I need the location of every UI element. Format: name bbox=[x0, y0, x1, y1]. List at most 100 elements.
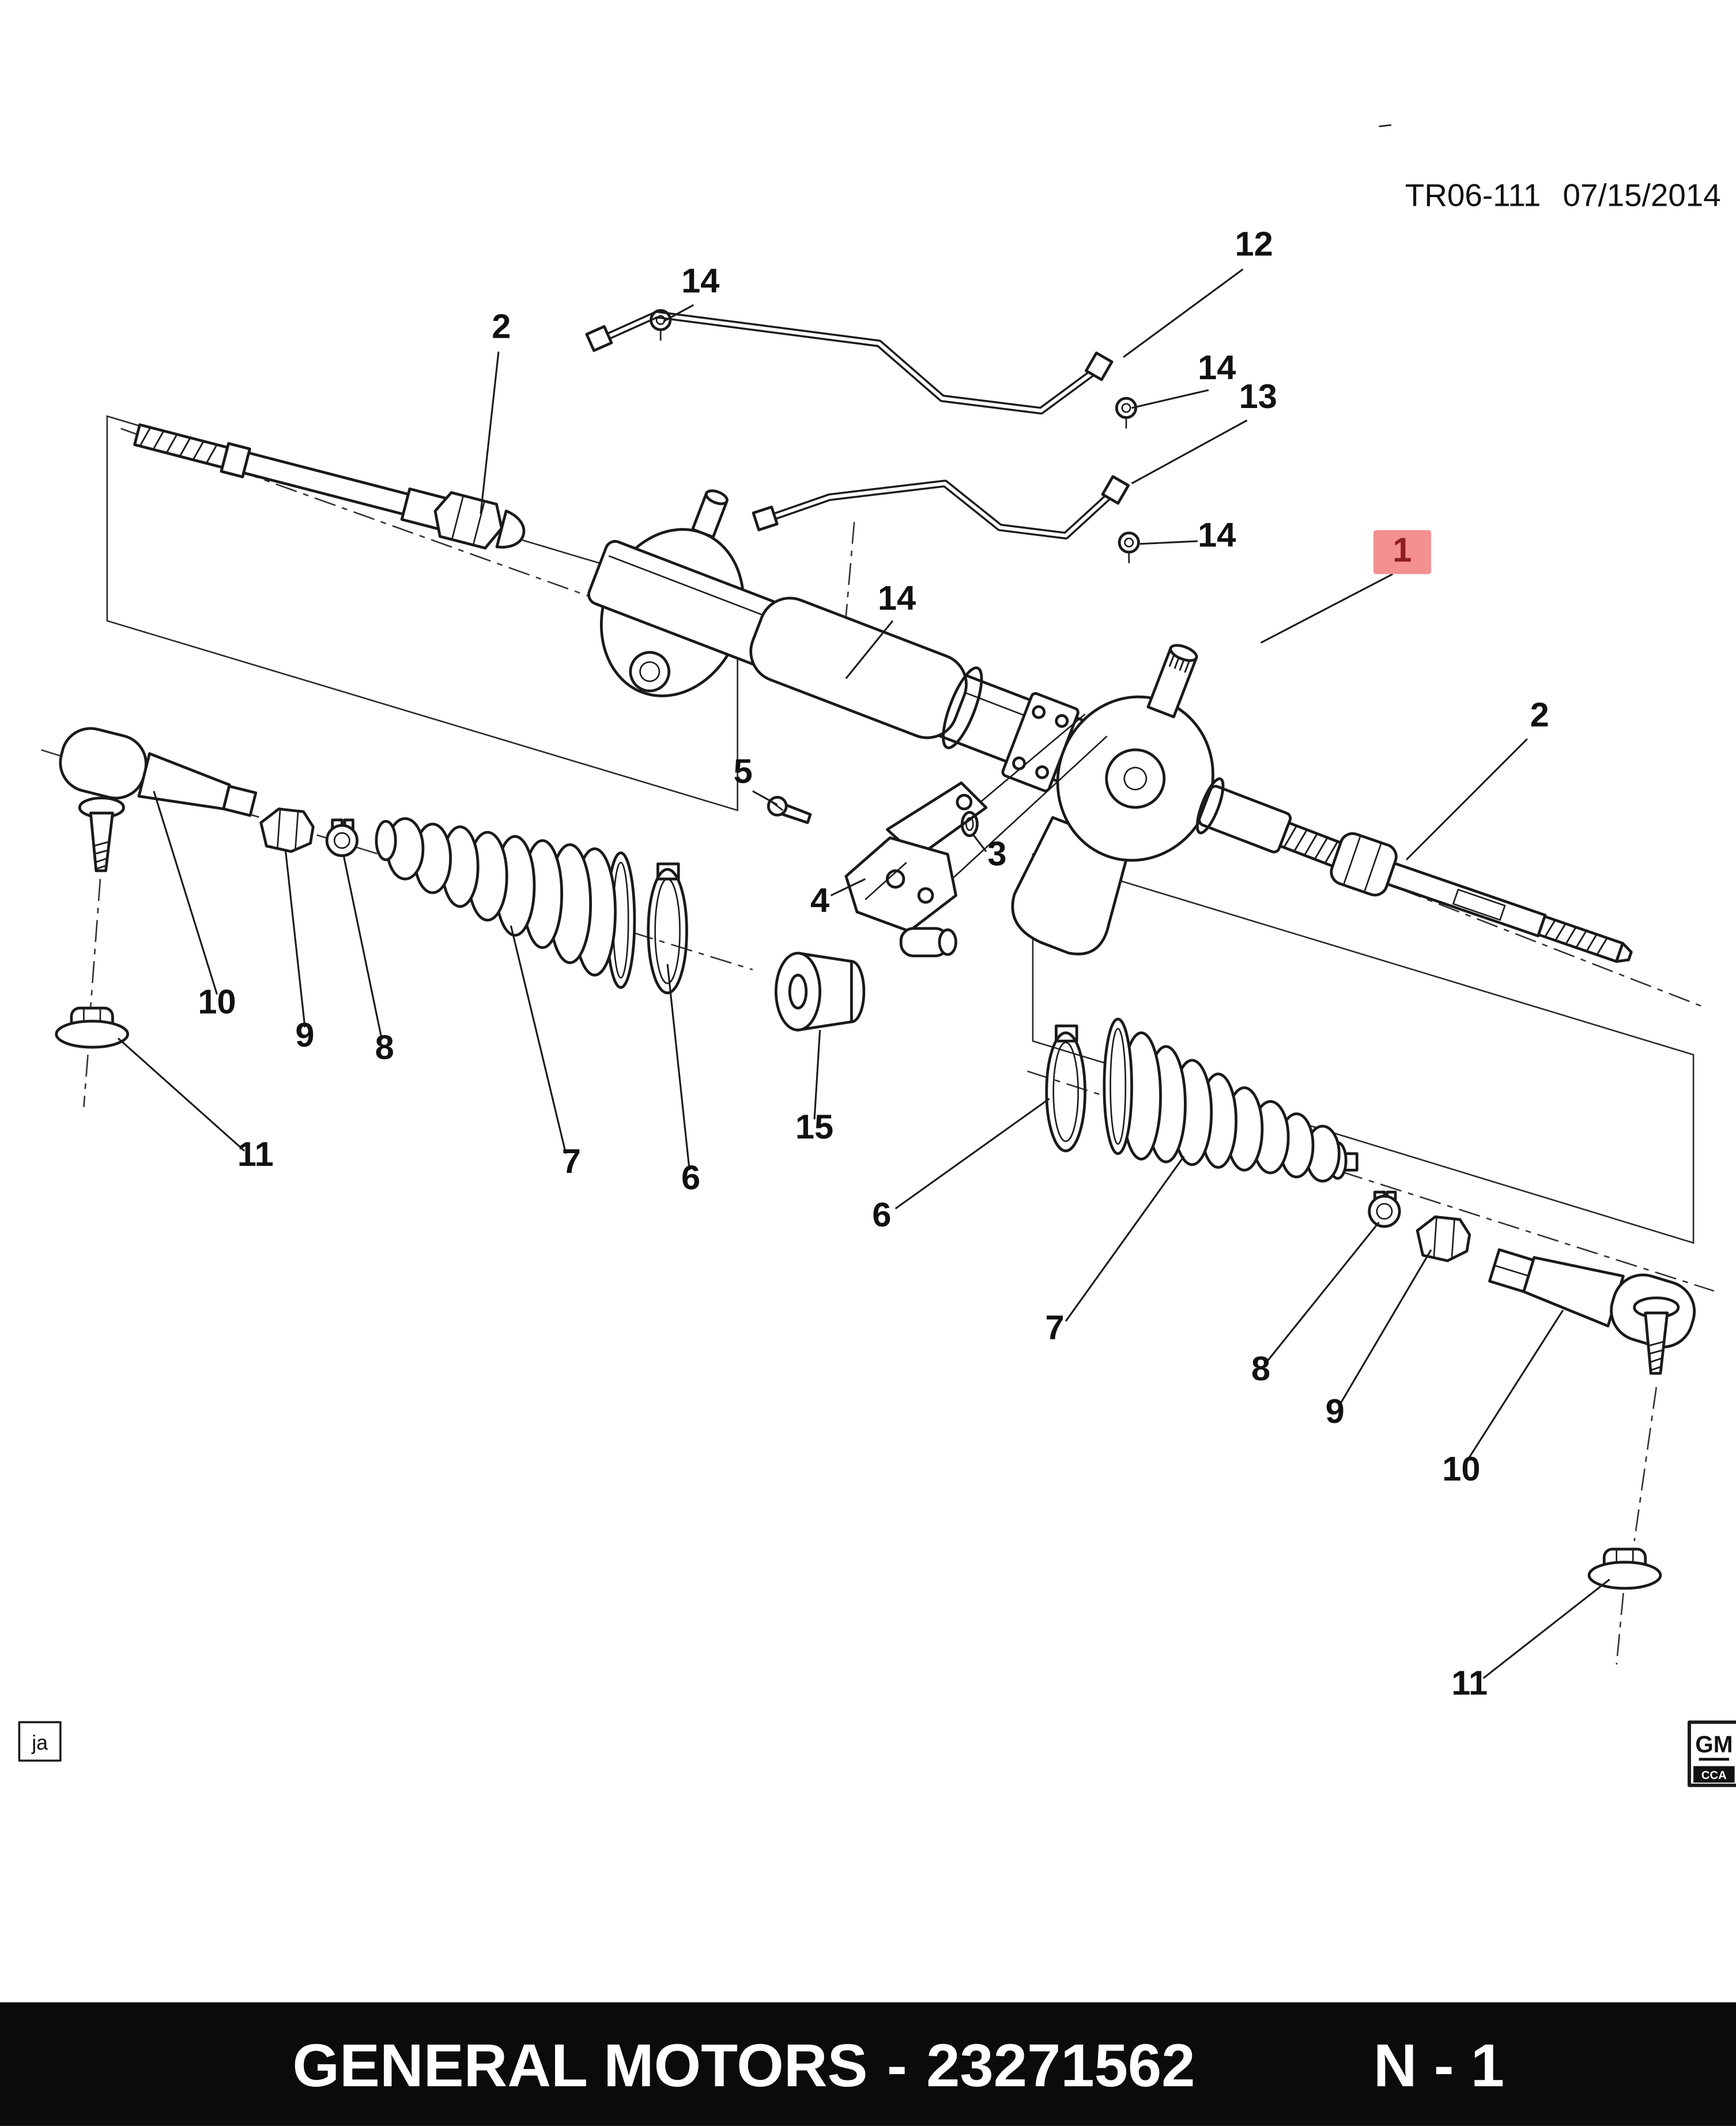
footer-background bbox=[0, 2002, 1736, 2126]
callout-label: 12 bbox=[1235, 224, 1273, 263]
callout-15-bushing[interactable]: 15 bbox=[795, 1108, 833, 1146]
callout-label: 10 bbox=[1442, 1449, 1480, 1488]
part-pressure-pipe bbox=[585, 311, 1114, 415]
part-ball-stud-right bbox=[1633, 1296, 1680, 1375]
callout-6-clamp-large-left[interactable]: 6 bbox=[681, 1158, 700, 1197]
group-leader-lines bbox=[117, 268, 1610, 1679]
callout-label: 8 bbox=[375, 1028, 394, 1066]
registration-mark bbox=[1379, 124, 1392, 127]
callout-8-clamp-small-left[interactable]: 8 bbox=[375, 1028, 394, 1066]
gm-logo: GM CCA bbox=[1688, 1720, 1736, 1787]
callout-label: 2 bbox=[1530, 696, 1549, 734]
callout-14-clip-center[interactable]: 14 bbox=[878, 579, 916, 617]
part-steering-boot-right bbox=[1103, 1017, 1358, 1183]
part-boot-clamp-small-left bbox=[325, 818, 358, 858]
callout-label: 11 bbox=[1451, 1664, 1488, 1702]
callout-label: 14 bbox=[878, 579, 916, 617]
callout-12-pressure-pipe[interactable]: 12 bbox=[1235, 224, 1273, 263]
callout-10-outer-tie-rod-left[interactable]: 10 bbox=[198, 983, 236, 1021]
group-callouts: 14 2 12 14 13 14 1 14 2 5 3 4 10 9 8 7 6… bbox=[198, 224, 1549, 1702]
footer-brand: GENERAL MOTORS bbox=[293, 2032, 868, 2099]
part-seal-ring bbox=[960, 811, 979, 837]
callout-label: 5 bbox=[734, 752, 753, 790]
callout-label: 6 bbox=[872, 1195, 891, 1234]
part-bolt bbox=[767, 796, 812, 824]
callout-14-clip-lower-right[interactable]: 14 bbox=[1198, 516, 1236, 554]
callout-label: 7 bbox=[562, 1142, 581, 1180]
drawing-date: 07/15/2014 bbox=[1563, 178, 1721, 213]
pipe-fitting bbox=[752, 505, 779, 531]
part-valve-bracket bbox=[844, 781, 988, 958]
group-boundary-boxes bbox=[106, 415, 1695, 1244]
part-return-pipe bbox=[752, 475, 1130, 540]
part-inner-tie-rod-right bbox=[1330, 832, 1633, 963]
pipe-clip bbox=[650, 309, 672, 341]
callout-8-clamp-small-right[interactable]: 8 bbox=[1251, 1349, 1270, 1388]
callout-3-seal[interactable]: 3 bbox=[987, 834, 1006, 873]
part-outer-tie-rod-right bbox=[1488, 1248, 1696, 1349]
part-boot-clamp-large-left bbox=[647, 862, 688, 995]
callout-7-boot-right[interactable]: 7 bbox=[1046, 1308, 1065, 1346]
drawing-reference: TR06-111 07/15/2014 bbox=[1405, 178, 1721, 213]
callout-label: 13 bbox=[1239, 377, 1277, 416]
pipe-clip bbox=[1118, 531, 1140, 564]
callout-10-outer-tie-rod-right[interactable]: 10 bbox=[1442, 1449, 1480, 1488]
part-stud-nut-left bbox=[55, 1006, 129, 1049]
pipe-clip bbox=[1115, 396, 1138, 429]
callout-2-inner-tie-rod-left[interactable]: 2 bbox=[492, 307, 511, 345]
callout-4-bracket[interactable]: 4 bbox=[810, 881, 829, 919]
part-mount-bushing bbox=[774, 951, 866, 1032]
part-ball-stud-left bbox=[78, 796, 125, 873]
part-jam-nut-left bbox=[259, 807, 315, 853]
callout-label: 1 bbox=[1392, 531, 1412, 569]
callout-label: 11 bbox=[237, 1135, 274, 1173]
gm-logo-band bbox=[1693, 1766, 1735, 1783]
footer-bar: GENERAL MOTORS-23271562 N - 1 bbox=[0, 2002, 1736, 2126]
callout-label: 14 bbox=[681, 262, 719, 300]
callout-5-bolt[interactable]: 5 bbox=[734, 752, 753, 790]
callout-2-inner-tie-rod-right[interactable]: 2 bbox=[1530, 696, 1549, 734]
callout-label: 7 bbox=[1046, 1308, 1065, 1346]
callout-label: 4 bbox=[810, 881, 829, 919]
part-steering-gear-housing bbox=[587, 489, 1347, 956]
callout-7-boot-left[interactable]: 7 bbox=[562, 1142, 581, 1180]
callout-11-stud-nut-left[interactable]: 11 bbox=[237, 1135, 274, 1173]
pipe-fitting bbox=[1101, 475, 1130, 505]
part-steering-boot-left bbox=[375, 817, 636, 989]
callout-label: 10 bbox=[198, 983, 236, 1021]
part-outer-tie-rod-left bbox=[59, 727, 258, 817]
callout-label: 9 bbox=[295, 1015, 314, 1054]
footer-part-number: 23271562 bbox=[926, 2032, 1195, 2099]
footer-separator: - bbox=[887, 2032, 907, 2099]
part-jam-nut-right bbox=[1416, 1215, 1471, 1263]
callout-highlight bbox=[1373, 530, 1431, 575]
part-inner-tie-rod-left bbox=[133, 423, 526, 550]
callout-1-steering-gear-highlighted[interactable]: 1 bbox=[1373, 530, 1431, 575]
pipe-fitting bbox=[585, 325, 613, 352]
callout-9-jam-nut-left[interactable]: 9 bbox=[295, 1015, 314, 1054]
callout-label: 6 bbox=[681, 1158, 700, 1197]
pipe-fitting bbox=[1085, 352, 1114, 382]
callout-label: 8 bbox=[1251, 1349, 1270, 1388]
language-tag-label: ja bbox=[31, 1731, 48, 1754]
part-boot-clamp-large-right bbox=[1045, 1024, 1086, 1153]
callout-label: 14 bbox=[1198, 348, 1236, 387]
callout-label: 2 bbox=[492, 307, 511, 345]
footer-part-line: GENERAL MOTORS-23271562 bbox=[293, 2032, 1195, 2099]
callout-14-clip-upper-right[interactable]: 14 bbox=[1198, 348, 1236, 387]
callout-13-return-pipe[interactable]: 13 bbox=[1239, 377, 1277, 416]
drawing-number: TR06-111 bbox=[1405, 178, 1541, 213]
callout-label: 9 bbox=[1326, 1392, 1345, 1430]
callout-label: 15 bbox=[795, 1108, 833, 1146]
callout-11-stud-nut-right[interactable]: 11 bbox=[1451, 1664, 1488, 1702]
callout-9-jam-nut-right[interactable]: 9 bbox=[1326, 1392, 1345, 1430]
footer-sheet-number: N - 1 bbox=[1373, 2032, 1504, 2099]
callout-14-pipe-clip-top[interactable]: 14 bbox=[681, 262, 719, 300]
callout-label: 14 bbox=[1198, 516, 1236, 554]
callout-6-clamp-large-right[interactable]: 6 bbox=[872, 1195, 891, 1234]
language-tag-box: ja bbox=[18, 1721, 62, 1762]
gm-logo-text: GM bbox=[1695, 1731, 1733, 1758]
part-stud-nut-right bbox=[1587, 1547, 1662, 1590]
